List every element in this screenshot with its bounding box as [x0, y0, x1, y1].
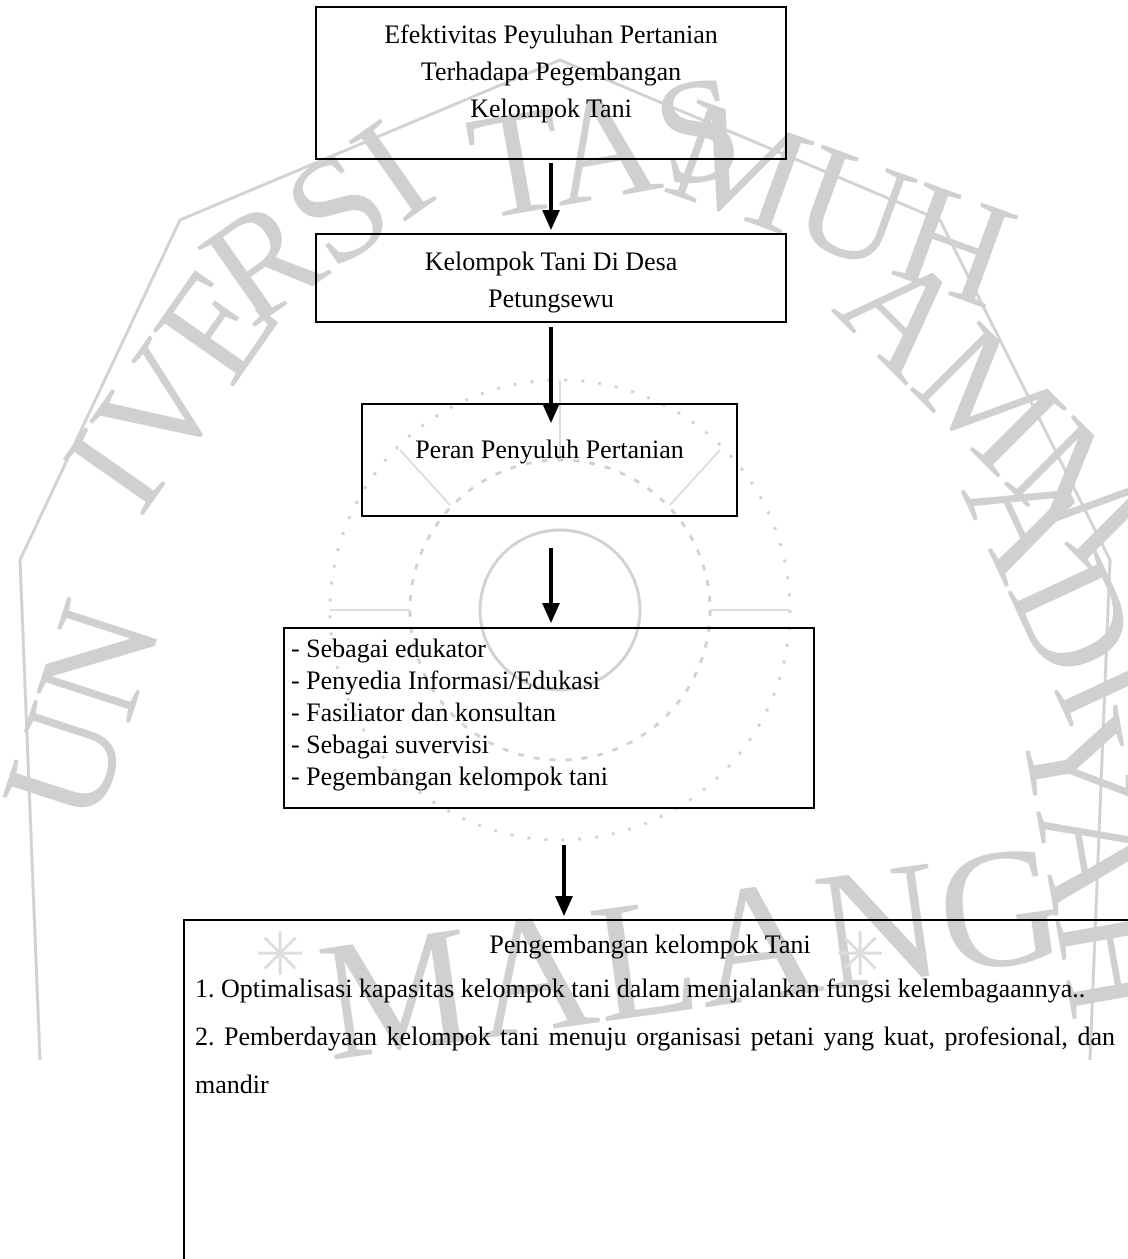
arrow-head: [542, 210, 560, 230]
development-box: Pengembangan kelompok Tani 1. Optimalisa…: [183, 919, 1128, 1259]
farmer-group-line-2: Petungsewu: [488, 284, 614, 313]
development-point-2: 2. Pemberdayaan kelompok tani menuju org…: [195, 1022, 1115, 1099]
arrow-head: [542, 403, 560, 423]
title-line-2: Terhadapa Pegembangan: [420, 57, 682, 86]
list-item: - Sebagai edukator: [291, 634, 486, 663]
roles-list-box: - Sebagai edukator - Penyedia Informasi/…: [283, 627, 815, 809]
arrow-head: [555, 896, 573, 916]
extension-role-label: Peran Penyuluh Pertanian: [415, 435, 684, 464]
farmer-group-box: Kelompok Tani Di Desa Petungsewu: [315, 233, 787, 323]
title-box: Efektivitas Peyuluhan Pertanian Terhadap…: [315, 6, 787, 160]
title-line-1: Efektivitas Peyuluhan Pertanian: [384, 20, 718, 49]
watermark-rays: [330, 380, 790, 611]
list-item: - Pegembangan kelompok tani: [291, 762, 608, 791]
list-item: - Fasiliator dan konsultan: [291, 698, 557, 727]
development-point-1: 1. Optimalisasi kapasitas kelompok tani …: [195, 974, 1086, 1003]
watermark-outline: [18, 58, 1112, 1061]
asterisk-icon: ✳: [255, 920, 305, 990]
title-line-3: Kelompok Tani: [470, 94, 632, 123]
development-title: Pengembangan kelompok Tani: [489, 930, 811, 959]
asterisk-icon: ✳: [835, 920, 885, 990]
arrow-head: [542, 603, 560, 623]
list-item: - Penyedia Informasi/Edukasi: [291, 666, 601, 695]
watermark-sun-icon: [478, 528, 642, 692]
farmer-group-line-1: Kelompok Tani Di Desa: [424, 247, 678, 276]
list-item: - Sebagai suvervisi: [291, 730, 489, 759]
